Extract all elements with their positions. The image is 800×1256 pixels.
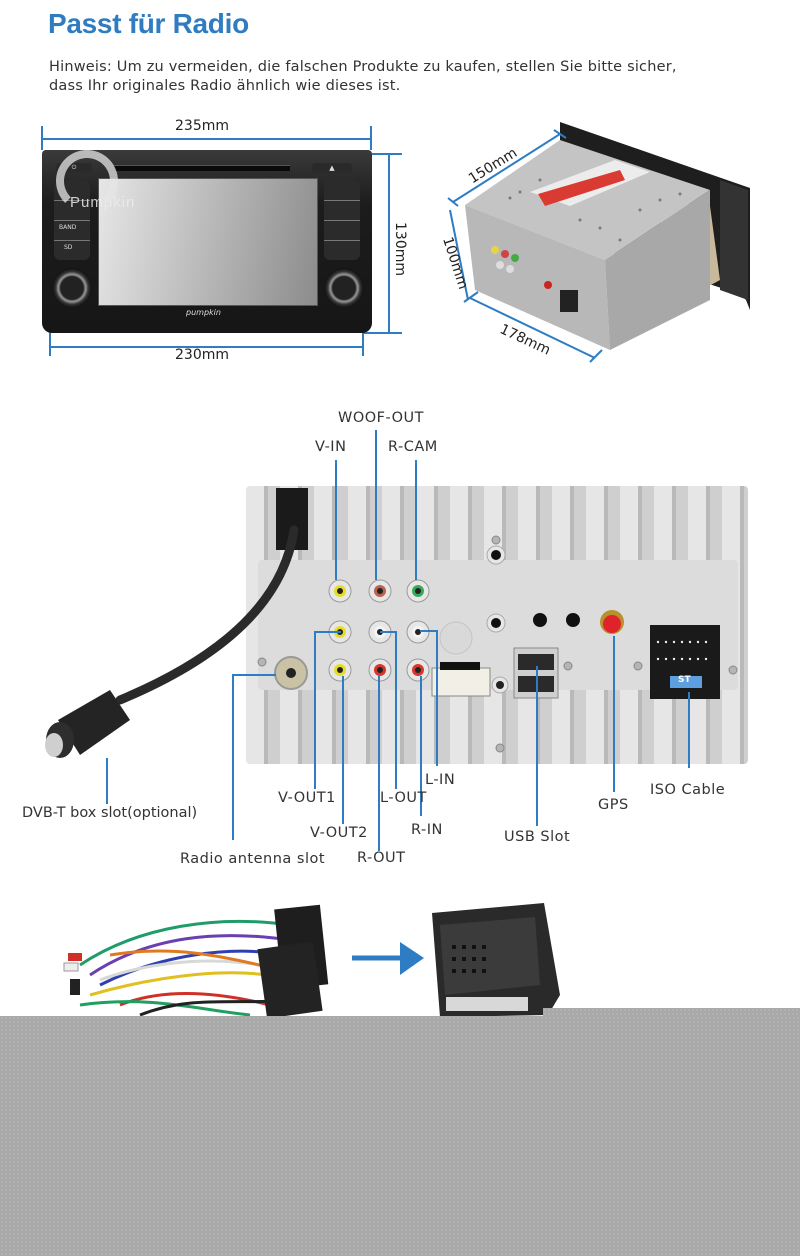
hint-note: Hinweis: Um zu vermeiden, die falschen P… (49, 58, 769, 96)
width-top-label: 235mm (175, 118, 229, 134)
harness-illustration (63, 903, 560, 1019)
front-view-diagram: 235mm 130mm 230mm ▲ ⏻ BAND SD pumpkin (0, 110, 410, 370)
hint-line-2: dass Ihr originales Radio ähnlich wie di… (49, 78, 401, 94)
side-view-illustration (447, 122, 750, 363)
label-radio-antenna: Radio antenna slot (180, 851, 326, 867)
label-woof-out: WOOF-OUT (338, 410, 425, 426)
label-dvb-t: DVB-T box slot(optional) (22, 805, 198, 821)
width-bottom-tick-left (49, 332, 51, 356)
side-view-diagram: 150mm 100mm 178mm (420, 110, 800, 370)
width-top-tick-left (41, 126, 43, 150)
label-l-out: L-OUT (380, 790, 427, 806)
image-placeholder (0, 1016, 800, 1256)
dvb-t-plug (45, 690, 130, 758)
callout-h-v-out1 (315, 631, 341, 633)
callout-h-l-in (420, 630, 437, 632)
callout-line-r-cam (415, 460, 417, 580)
callout-line-usb (536, 666, 538, 826)
height-label: 130mm (392, 222, 408, 276)
callout-line-woof-out (375, 430, 377, 580)
callout-line-l-out (395, 631, 397, 789)
width-bottom-line (50, 346, 364, 348)
radio-front-body: ▲ ⏻ BAND SD pumpkin (42, 150, 372, 333)
callout-line-iso (688, 692, 690, 768)
rear-panel-diagram: ST WOOF-OUT V-IN R-CAM L-IN V-OUT1 L-OUT… (0, 400, 800, 880)
label-usb-slot: USB Slot (504, 829, 571, 845)
label-gps: GPS (598, 797, 629, 813)
width-top-tick-right (370, 126, 372, 150)
callout-h-antenna (232, 674, 276, 676)
right-button-column (324, 180, 360, 260)
tune-knob (324, 268, 364, 308)
sd-button-label: SD (64, 244, 73, 251)
label-v-out1: V-OUT1 (278, 790, 336, 806)
cd-slot (114, 165, 290, 171)
page-title: Passt für Radio (48, 8, 249, 39)
brand-logo: pumpkin (186, 308, 221, 317)
iso-fuse-badge: ST (678, 675, 691, 685)
callout-line-r-in (420, 676, 422, 816)
label-r-in: R-IN (411, 822, 443, 838)
right-arrow-icon (352, 948, 353, 949)
label-l-in: L-IN (425, 772, 456, 788)
volume-knob (52, 268, 92, 308)
screen (98, 178, 318, 306)
label-iso-cable: ISO Cable (650, 782, 726, 798)
height-tick-bottom (362, 332, 402, 334)
hint-line-1: Hinweis: Um zu vermeiden, die falschen P… (49, 59, 677, 75)
label-r-cam: R-CAM (388, 439, 438, 455)
width-top-line (42, 138, 372, 140)
callout-line-antenna (232, 674, 234, 840)
callout-line-r-out (378, 676, 380, 851)
label-v-out2: V-OUT2 (310, 825, 368, 841)
callout-line-v-out1 (314, 631, 316, 789)
callout-h-l-out (380, 631, 396, 633)
label-v-in: V-IN (315, 439, 347, 455)
width-bottom-tick-right (362, 332, 364, 356)
height-tick-top (372, 153, 402, 155)
label-r-out: R-OUT (357, 850, 406, 866)
callout-line-v-in (335, 460, 337, 580)
height-line (388, 154, 390, 334)
callout-line-v-out2 (342, 676, 344, 824)
watermark-text: Pumpkin (70, 194, 136, 211)
callout-line-gps (613, 636, 615, 792)
callout-line-l-in (436, 630, 438, 766)
harness-section (0, 885, 800, 1020)
width-bottom-label: 230mm (175, 347, 229, 363)
image-placeholder-top (543, 1008, 800, 1018)
eject-button: ▲ (312, 163, 352, 173)
band-button-label: BAND (59, 224, 77, 231)
callout-line-dvb-t (106, 758, 108, 804)
